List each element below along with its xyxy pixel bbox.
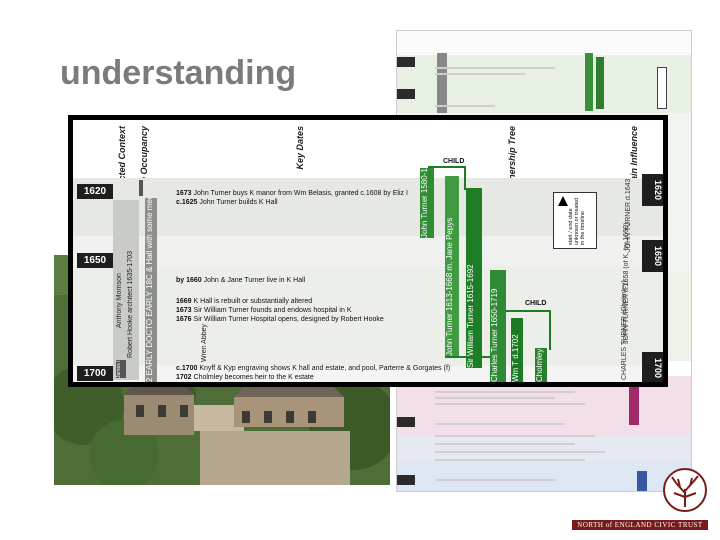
slide-title: understanding [60, 54, 297, 92]
background-event-line [435, 67, 555, 69]
event-text: John Turner buys K manor from Wm Belasis… [193, 190, 408, 197]
trust-logo [662, 467, 708, 513]
timeline-image-frame: Selected Context Major Phases of Site Oc… [68, 115, 668, 387]
event-row: 1673 Sir William Turner founds and endow… [176, 307, 352, 314]
event-year: c.1700 [176, 365, 198, 372]
event-row: 1676 Sir William Turner Hospital opens, … [176, 316, 384, 323]
background-event-line [435, 459, 585, 461]
background-year-marker [397, 475, 415, 485]
ownership-bar: John Turner 1580-1643 [420, 168, 434, 238]
background-event-line [435, 73, 525, 75]
context-item-small: James I [116, 360, 126, 378]
phase-bar: 2 EARLY DOCTO EARLY 18C & Hall with some… [145, 198, 157, 382]
background-phase-bar [437, 53, 447, 113]
background-ownership-bar [596, 57, 604, 109]
event-text: John Turner builds K Hall [199, 199, 278, 206]
background-event-line [435, 423, 565, 425]
context-item: Anthony Morrison [116, 273, 123, 328]
period-band [73, 266, 663, 366]
year-marker: 1620 [77, 184, 113, 199]
header-key-dates: Key Dates [295, 126, 305, 170]
trust-brand: NORTH of ENGLAND CIVIC TRUST [572, 520, 708, 530]
tree-connector [549, 310, 551, 350]
background-ownership-bar [629, 381, 639, 425]
event-text: Cholmley becomes heir to the K estate [193, 374, 314, 381]
ownership-bar: Sir William Turner 1615-1692 [466, 188, 482, 368]
background-event-line [435, 451, 605, 453]
background-event-line [435, 105, 495, 107]
tree-connector [464, 166, 466, 190]
background-year-marker [397, 89, 415, 99]
event-row: c.1700 Knyff & Kyp engraving shows K hal… [176, 365, 450, 372]
context-column [113, 200, 139, 380]
event-text: Sir William Turner Hospital opens, desig… [193, 316, 384, 323]
legend-box: start / end date unknown or treated in t… [553, 192, 597, 249]
background-event-line [435, 479, 555, 481]
owner-label: CHARLES TURNER (Cholmley) [621, 280, 628, 380]
event-year: by 1660 [176, 277, 202, 284]
tree-logo-icon [663, 468, 707, 512]
event-text: John & Jane Turner live in K Hall [203, 277, 306, 284]
background-ownership-bar [637, 471, 647, 491]
year-marker-right: 1700 [642, 352, 663, 382]
background-ownership-bar [585, 53, 593, 111]
background-event-line [435, 397, 555, 399]
event-text: Sir William Turner founds and endows hos… [193, 307, 352, 314]
background-event-line [435, 435, 595, 437]
event-year: 1673 [176, 307, 192, 314]
triangle-icon [558, 196, 568, 206]
event-year: 1702 [176, 374, 192, 381]
event-text: K Hall is rebuilt or substantially alter… [193, 298, 313, 305]
phase-marker [139, 180, 143, 196]
event-year: 1673 [176, 190, 192, 197]
ownership-bar: Charles Turner 1650-1719 [490, 270, 506, 382]
event-row: 1669 K Hall is rebuilt or substantially … [176, 298, 312, 305]
event-row: 1702 Cholmley becomes heir to the K esta… [176, 374, 314, 381]
timeline-image: Selected Context Major Phases of Site Oc… [73, 120, 663, 382]
year-marker: 1650 [77, 253, 113, 268]
tree-connector [506, 310, 550, 312]
child-label: CHILD [443, 158, 465, 165]
tree-connector [445, 356, 505, 358]
event-row: by 1660 John & Jane Turner live in K Hal… [176, 277, 305, 284]
year-marker: 1700 [77, 366, 113, 381]
tree-connector [428, 166, 464, 168]
legend-text: start / end date unknown or treated in t… [568, 197, 586, 245]
event-row: 1673 John Turner buys K manor from Wm Be… [176, 190, 408, 197]
event-year: c.1625 [176, 199, 198, 206]
background-event-line [435, 391, 575, 393]
background-legend [657, 67, 667, 109]
event-row: c.1625 John Turner builds K Hall [176, 199, 278, 206]
background-timeline-header [397, 31, 691, 55]
ownership-bar: Wm T d.1702 [511, 318, 523, 382]
ownership-bar: Cholmley [535, 348, 547, 382]
event-year: 1669 [176, 298, 192, 305]
event-year: 1676 [176, 316, 192, 323]
year-marker-right: 1650 [642, 240, 663, 272]
background-event-line [435, 443, 575, 445]
background-year-marker [397, 57, 415, 67]
ownership-bar: John Turner 1613-1668 m. Jane Pepys [445, 176, 459, 356]
child-label: CHILD [525, 300, 547, 307]
background-year-marker [397, 417, 415, 427]
year-marker-right: 1620 [642, 174, 663, 206]
background-event-line [435, 403, 585, 405]
event-text: Knyff & Kyp engraving shows K hall and e… [199, 365, 451, 372]
context-item: Robert Hooke architect 1635-1703 [127, 250, 134, 358]
